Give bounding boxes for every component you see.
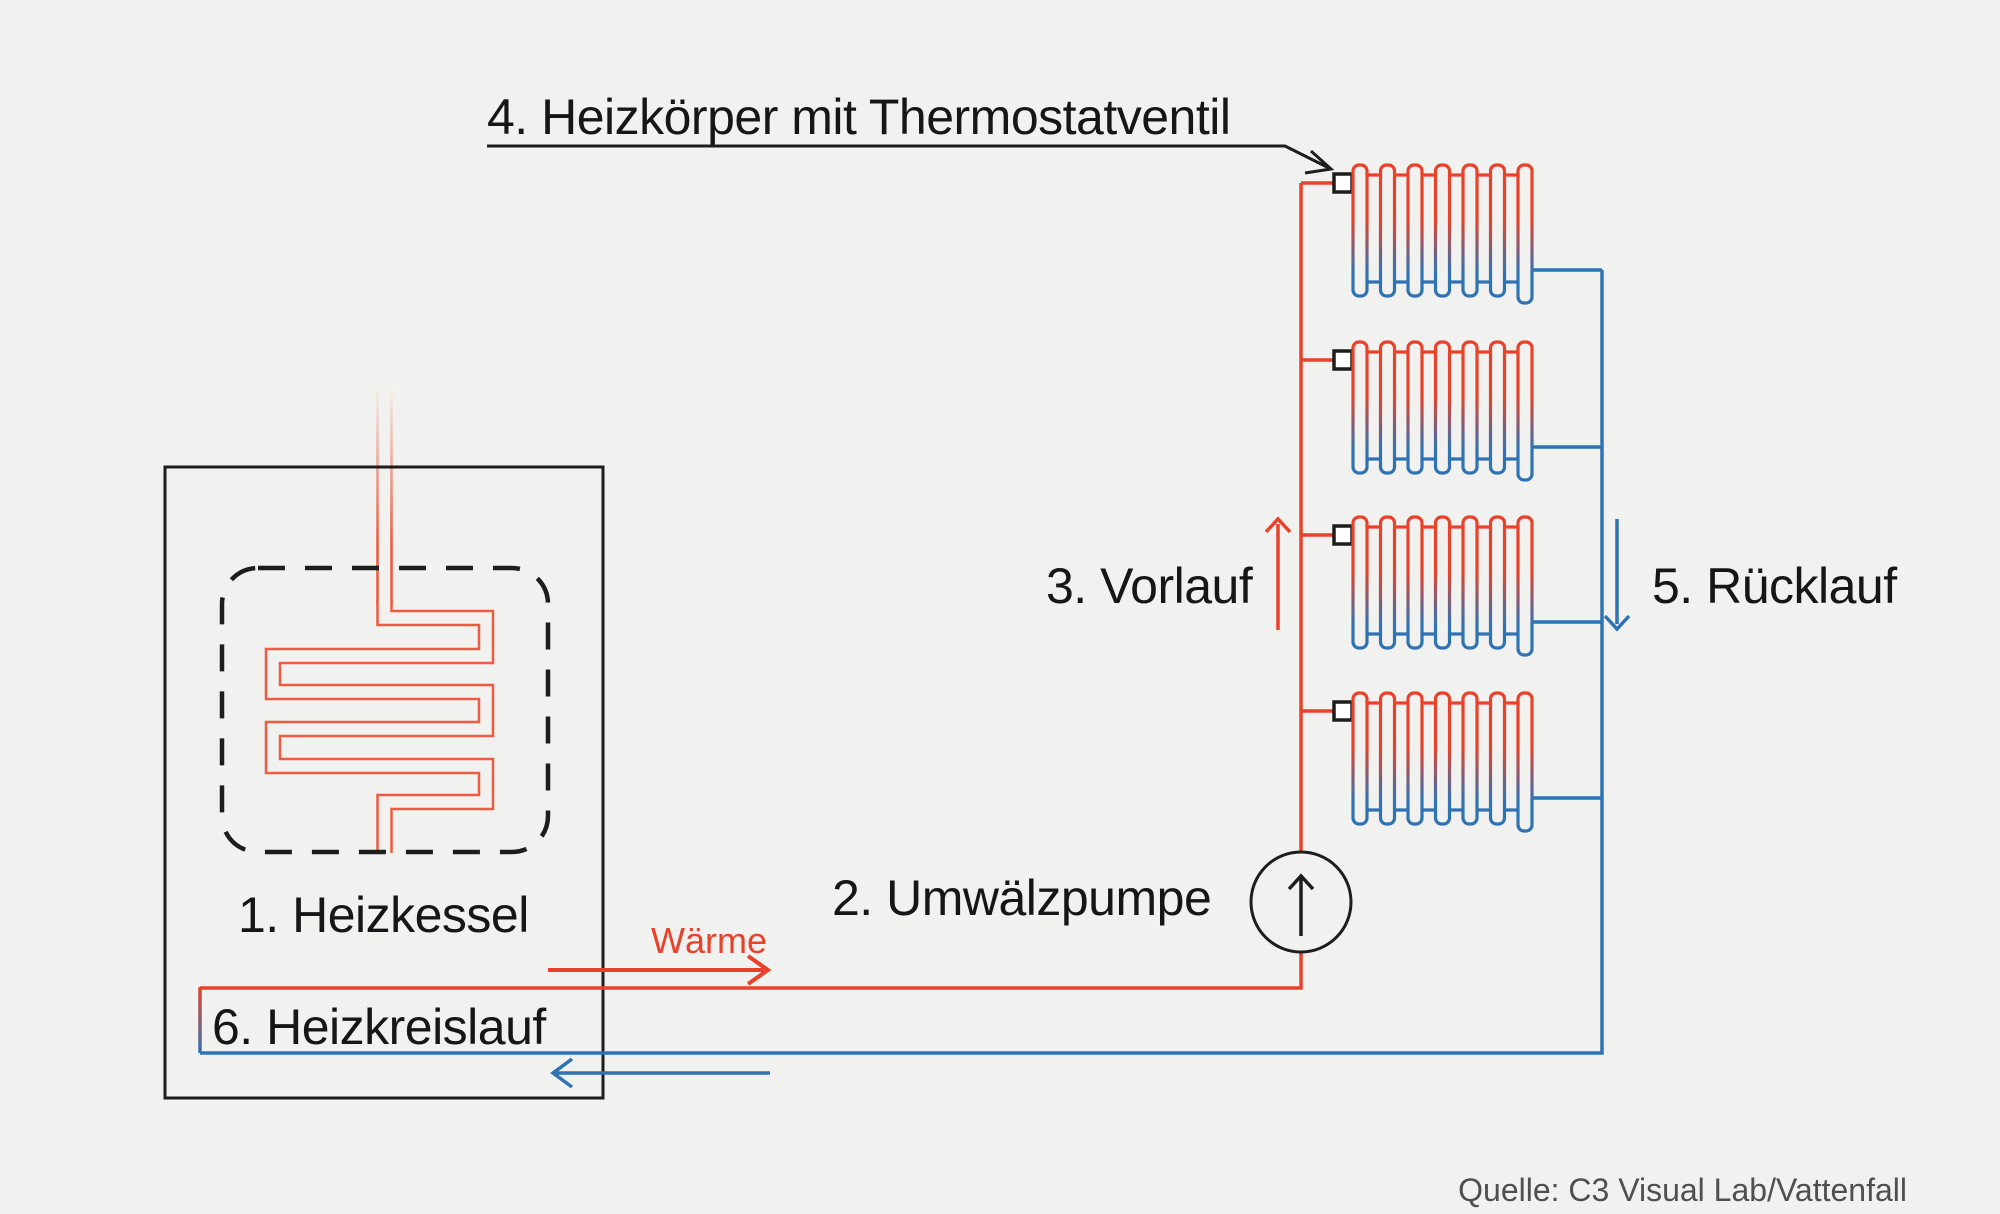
radiator-2-with-thermostat-valve xyxy=(1299,340,1604,482)
radiator-4-with-thermostat-valve xyxy=(1299,691,1604,833)
pump-label: 2. Umwälzpumpe xyxy=(832,870,1212,926)
flue-pipes xyxy=(376,386,393,606)
supply-up-arrow-icon xyxy=(1264,516,1292,630)
boiler-label: 1. Heizkessel xyxy=(238,887,529,943)
pump-up-arrow-icon xyxy=(1287,873,1315,936)
radiator-1-with-thermostat-valve xyxy=(1299,163,1604,305)
supply-label: 3. Vorlauf xyxy=(1046,558,1253,614)
boiler-box xyxy=(163,465,605,1100)
radiator-3-with-thermostat-valve xyxy=(1299,515,1604,657)
return-label: 5. Rücklauf xyxy=(1652,558,1897,614)
pump-circle-icon xyxy=(1249,850,1353,954)
title-leader-arrow xyxy=(487,144,1335,175)
radiator-title-label: 4. Heizkörper mit Thermostatventil xyxy=(487,89,1231,145)
source-credit: Quelle: C3 Visual Lab/Vattenfall xyxy=(1458,1172,1907,1208)
supply-pipe xyxy=(200,183,1303,990)
circuit-label: 6. Heizkreislauf xyxy=(212,999,546,1055)
heat-label: Wärme xyxy=(651,920,767,961)
return-flow-left-arrow-icon xyxy=(550,1057,770,1089)
return-down-arrow-icon xyxy=(1603,519,1631,632)
combustion-chamber-dashed-border xyxy=(219,565,551,855)
heat-arrow-icon xyxy=(548,954,772,986)
heat-exchanger-coil xyxy=(264,600,495,853)
return-pipe xyxy=(200,270,1604,1055)
